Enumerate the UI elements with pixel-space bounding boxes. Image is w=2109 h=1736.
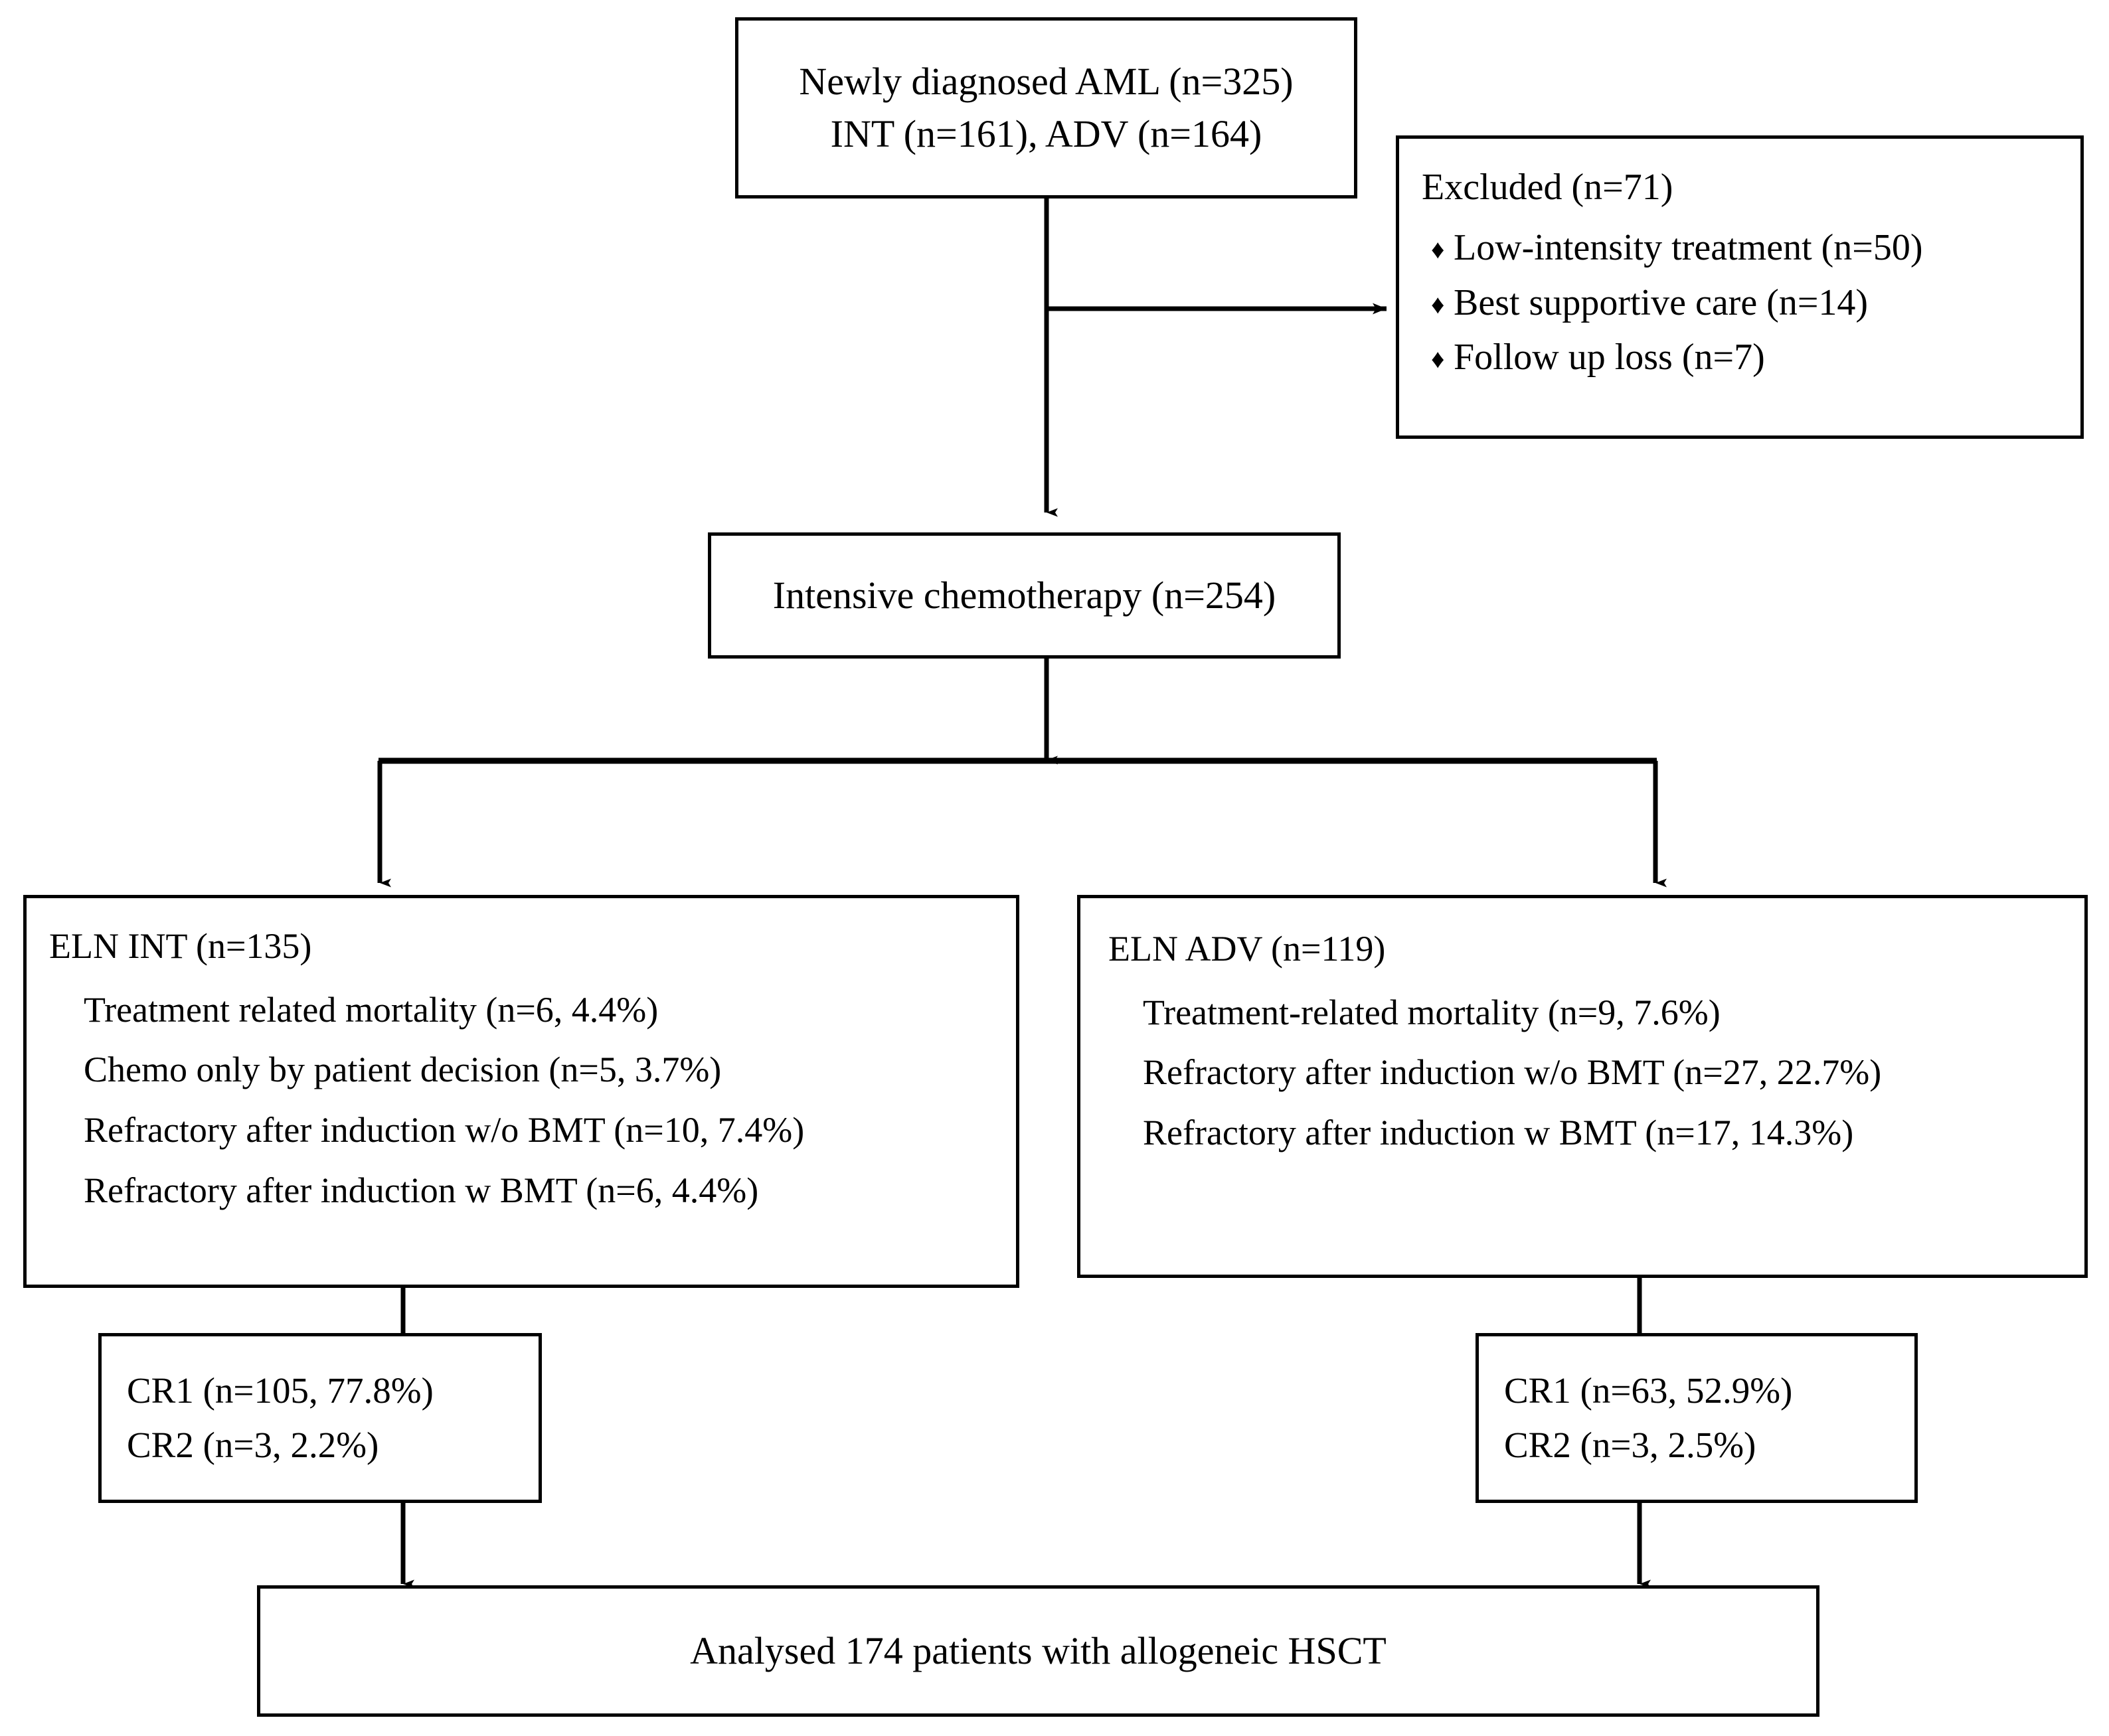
excluded-item-1: ♦ Low-intensity treatment (n=50): [1422, 220, 2080, 276]
diamond-bullet-icon: ♦: [1431, 234, 1445, 264]
node-cr-int: CR1 (n=105, 77.8%) CR2 (n=3, 2.2%): [98, 1333, 542, 1503]
analysed-label: Analysed 174 patients with allogeneic HS…: [690, 1628, 1387, 1672]
excluded-item-3: ♦ Follow up loss (n=7): [1422, 330, 2080, 385]
eln-adv-heading: ELN ADV (n=119): [1108, 929, 1386, 969]
enrolled-line-1: Newly diagnosed AML (n=325): [799, 59, 1294, 103]
node-intensive-chemotherapy: Intensive chemotherapy (n=254): [708, 532, 1341, 659]
excluded-item-1-label: Low-intensity treatment (n=50): [1454, 226, 1923, 268]
diamond-bullet-icon: ♦: [1431, 344, 1445, 374]
eln-adv-item-3: Refractory after induction w BMT (n=17, …: [1143, 1113, 1854, 1153]
eln-int-item-3: Refractory after induction w/o BMT (n=10…: [84, 1110, 805, 1150]
eln-int-item-2: Chemo only by patient decision (n=5, 3.7…: [84, 1050, 722, 1090]
node-newly-diagnosed-aml: Newly diagnosed AML (n=325) INT (n=161),…: [735, 17, 1357, 198]
eln-int-item-4: Refractory after induction w BMT (n=6, 4…: [84, 1170, 759, 1210]
node-cr-adv: CR1 (n=63, 52.9%) CR2 (n=3, 2.5%): [1476, 1333, 1918, 1503]
cr-int-line-2: CR2 (n=3, 2.2%): [127, 1425, 379, 1465]
node-eln-int: ELN INT (n=135) Treatment related mortal…: [23, 895, 1019, 1288]
eln-int-heading: ELN INT (n=135): [49, 926, 312, 966]
excluded-item-2: ♦ Best supportive care (n=14): [1422, 276, 2080, 331]
enrolled-line-2: INT (n=161), ADV (n=164): [830, 112, 1262, 155]
eln-adv-item-1: Treatment-related mortality (n=9, 7.6%): [1143, 992, 1721, 1032]
node-excluded: Excluded (n=71) ♦ Low-intensity treatment…: [1396, 135, 2084, 439]
node-analysed-hsct: Analysed 174 patients with allogeneic HS…: [257, 1585, 1819, 1717]
node-eln-adv: ELN ADV (n=119) Treatment-related mortal…: [1077, 895, 2088, 1278]
diamond-bullet-icon: ♦: [1431, 289, 1445, 319]
chemo-label: Intensive chemotherapy (n=254): [772, 573, 1276, 617]
excluded-item-2-label: Best supportive care (n=14): [1454, 281, 1869, 323]
eln-adv-item-2: Refractory after induction w/o BMT (n=27…: [1143, 1052, 1882, 1093]
excluded-item-3-label: Follow up loss (n=7): [1454, 337, 1765, 378]
eln-int-item-1: Treatment related mortality (n=6, 4.4%): [84, 989, 659, 1030]
cr-adv-line-2: CR2 (n=3, 2.5%): [1504, 1425, 1756, 1465]
excluded-heading: Excluded (n=71): [1422, 167, 1673, 208]
cr-int-line-1: CR1 (n=105, 77.8%): [127, 1370, 434, 1411]
cr-adv-line-1: CR1 (n=63, 52.9%): [1504, 1370, 1793, 1411]
